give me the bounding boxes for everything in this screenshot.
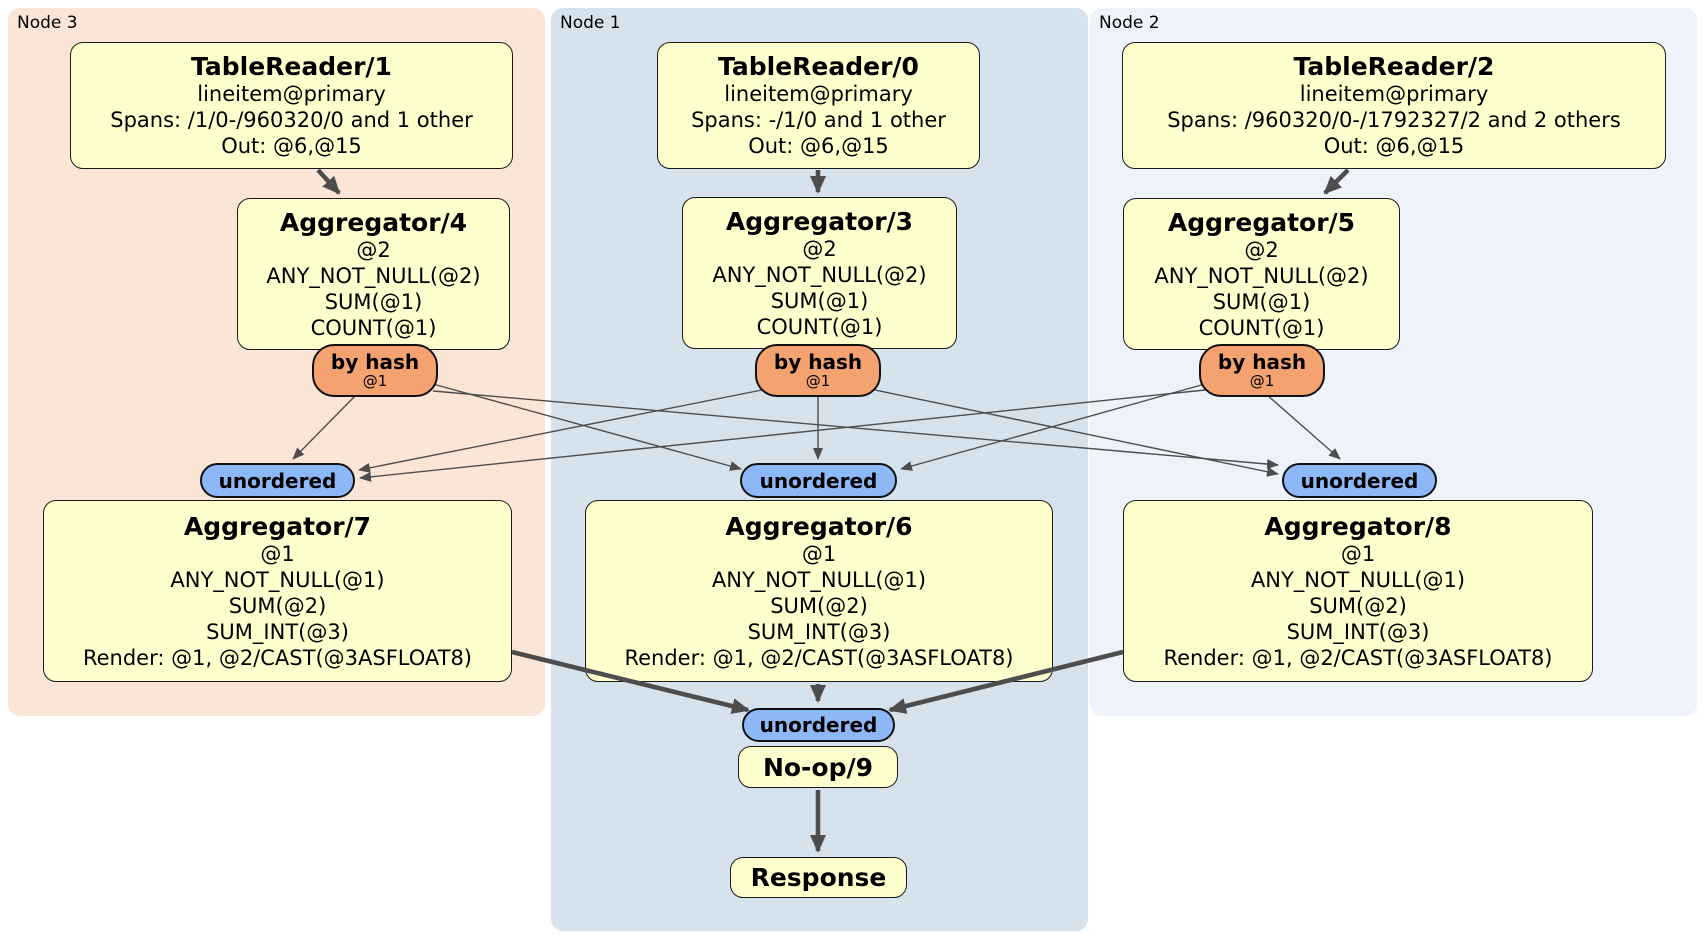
processor-tablereader-1: TableReader/1 lineitem@primary Spans: /1… [70,42,513,169]
processor-tablereader-2: TableReader/2 lineitem@primary Spans: /9… [1122,42,1666,169]
processor-title: Aggregator/8 [1264,511,1452,541]
processor-detail-line: lineitem@primary [197,82,386,106]
hash-router-agg5: by hash @1 [1199,344,1325,397]
processor-detail-line: ANY_NOT_NULL(@1) [711,567,927,592]
unordered-sync-label: unordered [218,468,337,493]
processor-title: Aggregator/7 [183,511,372,541]
processor-detail-line: Out: @6,@15 [748,134,889,158]
processor-noop-9: No-op/9 [738,746,898,788]
processor-detail-line: @1 [1340,541,1376,566]
processor-detail-line: @1 [260,541,295,566]
processor-aggregator-6: Aggregator/6 @1 ANY_NOT_NULL(@1) SUM(@2)… [585,500,1053,682]
hash-router-detail: @1 [362,372,388,390]
processor-detail-line: SUM_INT(@3) [206,619,349,644]
unordered-sync-final: unordered [742,708,895,742]
processor-detail-line: lineitem@primary [724,82,913,106]
processor-detail-line: Spans: /960320/0-/1792327/2 and 2 others [1167,108,1621,132]
processor-title: Aggregator/6 [725,511,913,541]
unordered-sync-node3: unordered [200,463,355,498]
unordered-sync-label: unordered [1300,468,1419,493]
processor-detail-line: Out: @6,@15 [1323,134,1465,158]
unordered-sync-node2: unordered [1282,463,1437,498]
processor-detail-line: lineitem@primary [1299,82,1489,106]
processor-title: Aggregator/4 [279,207,468,237]
hash-router-label: by hash [1217,350,1307,374]
processor-detail-line: @2 [802,236,837,261]
hash-router-detail: @1 [805,372,831,390]
processor-tablereader-0: TableReader/0 lineitem@primary Spans: -/… [657,42,980,169]
processor-detail-line: Spans: /1/0-/960320/0 and 1 other [110,108,473,132]
hash-router-agg3: by hash @1 [755,344,881,397]
node-2-label: Node 2 [1099,13,1160,33]
processor-title: TableReader/2 [1293,52,1495,81]
processor-detail-line: ANY_NOT_NULL(@2) [712,262,927,287]
processor-title: No-op/9 [762,752,874,782]
processor-detail-line: COUNT(@1) [1198,315,1325,340]
processor-detail-line: SUM_INT(@3) [1286,619,1430,644]
processor-detail-line: Render: @1, @2/CAST(@3ASFLOAT8) [82,645,473,670]
unordered-sync-label: unordered [759,713,878,737]
hash-router-label: by hash [773,350,863,374]
processor-detail-line: ANY_NOT_NULL(@2) [266,263,481,288]
processor-detail-line: ANY_NOT_NULL(@1) [1250,567,1466,592]
processor-aggregator-4: Aggregator/4 @2 ANY_NOT_NULL(@2) SUM(@1)… [237,198,510,350]
processor-detail-line: ANY_NOT_NULL(@2) [1154,263,1369,288]
hash-router-detail: @1 [1249,372,1275,390]
processor-detail-line: @2 [1244,237,1279,262]
processor-detail-line: SUM(@1) [324,289,423,314]
hash-router-label: by hash [330,350,420,374]
processor-title: TableReader/0 [718,52,919,81]
processor-detail-line: @2 [356,237,391,262]
processor-aggregator-8: Aggregator/8 @1 ANY_NOT_NULL(@1) SUM(@2)… [1123,500,1593,682]
processor-detail-line: Render: @1, @2/CAST(@3ASFLOAT8) [624,645,1014,670]
processor-title: TableReader/1 [191,52,392,81]
processor-title: Aggregator/3 [725,206,914,236]
processor-aggregator-3: Aggregator/3 @2 ANY_NOT_NULL(@2) SUM(@1)… [682,197,957,349]
processor-detail-line: SUM(@2) [228,593,327,618]
processor-detail-line: SUM_INT(@3) [747,619,891,644]
unordered-sync-node1: unordered [740,463,897,498]
processor-response: Response [730,857,907,898]
processor-detail-line: ANY_NOT_NULL(@1) [170,567,385,592]
hash-router-agg4: by hash @1 [312,344,438,397]
processor-title: Response [750,863,887,892]
processor-title: Aggregator/5 [1167,207,1356,237]
processor-aggregator-5: Aggregator/5 @2 ANY_NOT_NULL(@2) SUM(@1)… [1123,198,1400,350]
processor-detail-line: Spans: -/1/0 and 1 other [691,108,946,132]
processor-detail-line: SUM(@1) [1212,289,1311,314]
processor-detail-line: COUNT(@1) [756,314,883,339]
processor-detail-line: SUM(@2) [770,593,868,618]
processor-detail-line: SUM(@2) [1309,593,1407,618]
node-3-label: Node 3 [17,13,78,33]
processor-detail-line: @1 [801,541,837,566]
processor-detail-line: SUM(@1) [770,288,869,313]
processor-aggregator-7: Aggregator/7 @1 ANY_NOT_NULL(@1) SUM(@2)… [43,500,512,682]
processor-detail-line: Render: @1, @2/CAST(@3ASFLOAT8) [1163,645,1553,670]
processor-detail-line: Out: @6,@15 [221,134,362,158]
processor-detail-line: COUNT(@1) [310,315,437,340]
unordered-sync-label: unordered [759,468,878,493]
node-1-label: Node 1 [560,13,621,33]
